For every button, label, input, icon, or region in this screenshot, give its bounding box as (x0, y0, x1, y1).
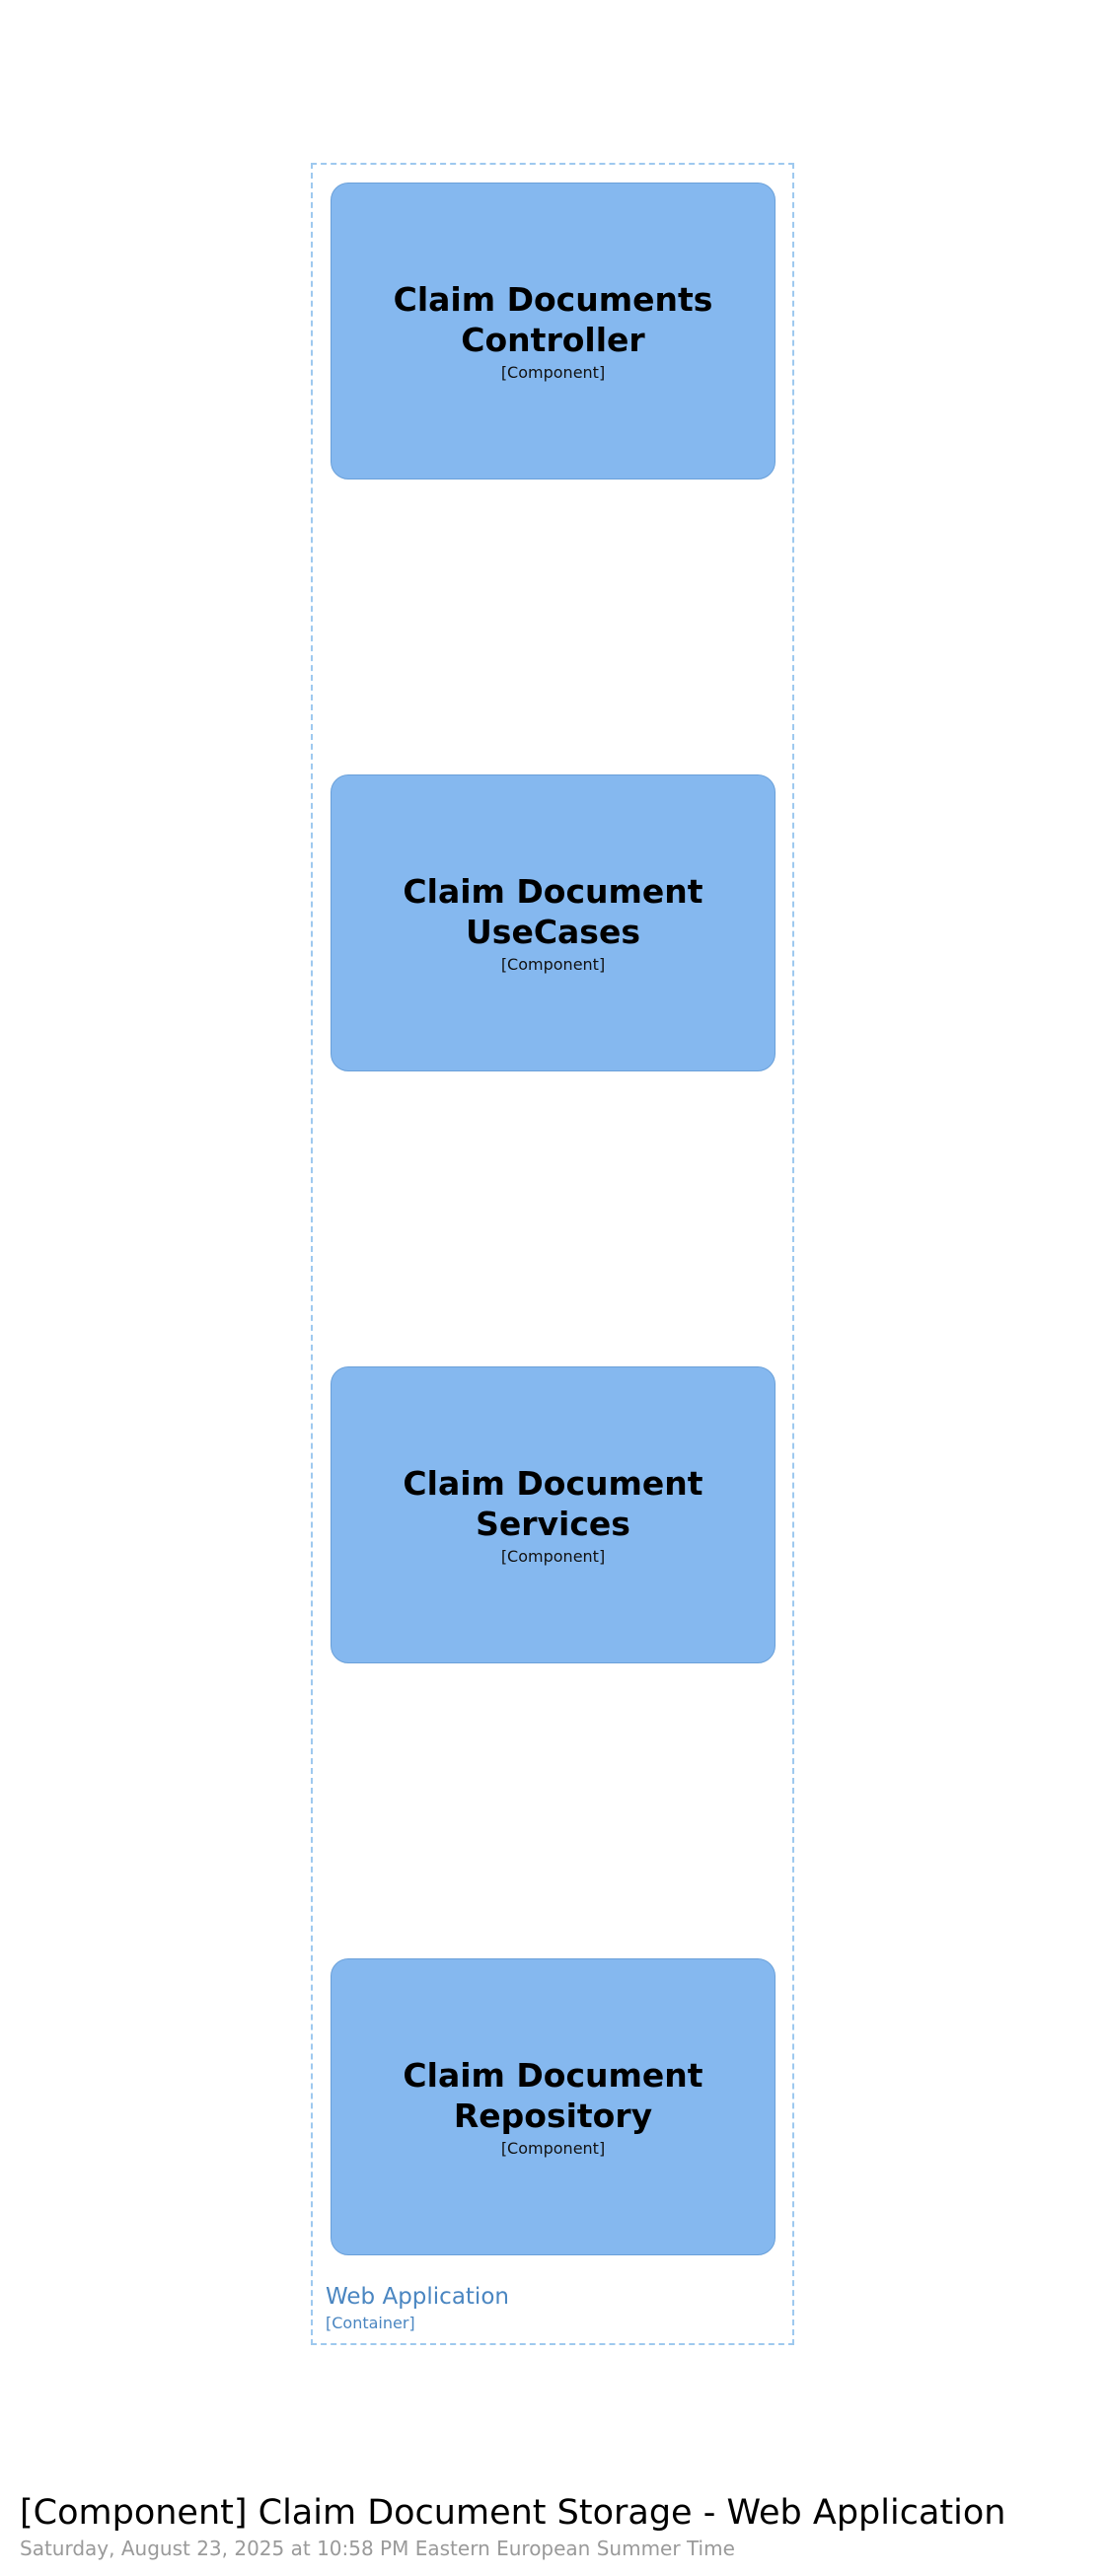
component-name: Claim Document Repository (403, 2055, 703, 2135)
container-boundary (311, 163, 794, 2345)
component-type: [Component] (500, 2138, 606, 2158)
component-name: Claim Document UseCases (403, 871, 703, 951)
diagram-title: [Component] Claim Document Storage - Web… (20, 2493, 1006, 2533)
component-claim-document-repository[interactable]: Claim Document Repository [Component] (331, 1958, 776, 2255)
component-name: Claim Documents Controller (393, 279, 713, 359)
component-name: Claim Document Services (403, 1463, 703, 1543)
component-claim-document-services[interactable]: Claim Document Services [Component] (331, 1366, 776, 1663)
component-claim-document-usecases[interactable]: Claim Document UseCases [Component] (331, 774, 776, 1071)
component-type: [Component] (500, 362, 606, 382)
container-name: Web Application (326, 2284, 509, 2310)
container-type: [Container] (326, 2314, 415, 2332)
diagram-subtitle: Saturday, August 23, 2025 at 10:58 PM Ea… (20, 2537, 735, 2560)
component-claim-documents-controller[interactable]: Claim Documents Controller [Component] (331, 183, 776, 479)
component-type: [Component] (500, 954, 606, 974)
component-type: [Component] (500, 1546, 606, 1566)
